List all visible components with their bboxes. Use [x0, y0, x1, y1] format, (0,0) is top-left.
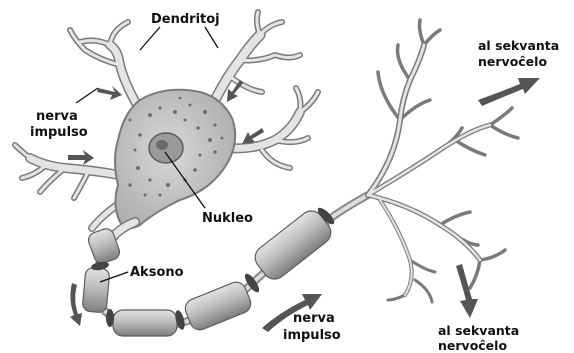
myelin-segment — [82, 267, 110, 313]
nucleolus — [156, 140, 168, 150]
label-dendrites: Dendritoj — [151, 12, 220, 27]
cell-body — [115, 90, 235, 228]
myelin-segment — [113, 310, 177, 336]
label-impulse-out-2: impulso — [283, 328, 341, 343]
arrow-axon-curve-icon — [70, 283, 82, 326]
label-impulse-in-2: impulso — [30, 125, 88, 140]
label-next-cell-bottom-1: al sekvanta — [438, 323, 519, 338]
dendrite-upper-left — [70, 22, 140, 110]
arrow-in-left-icon — [68, 150, 94, 165]
arrow-in-dendrite-icon — [97, 86, 122, 100]
label-next-cell-top-2: nervoĉelo — [478, 54, 547, 69]
dendrite-top-right — [215, 12, 300, 100]
arrow-next-cell-top-icon — [478, 78, 540, 106]
dendrite-left — [15, 145, 120, 198]
label-nucleus: Nukleo — [202, 211, 253, 226]
label-next-cell-top-1: al sekvanta — [478, 38, 559, 53]
label-next-cell-bottom-2: nervoĉelo — [438, 338, 507, 353]
label-impulse-out-1: nerva — [293, 311, 335, 326]
myelin-segment — [182, 279, 253, 333]
dendrite-right — [228, 88, 318, 168]
arrow-next-cell-bottom-icon — [456, 264, 478, 318]
label-impulse-in-1: nerva — [36, 109, 78, 124]
label-axon: Aksono — [130, 265, 184, 280]
